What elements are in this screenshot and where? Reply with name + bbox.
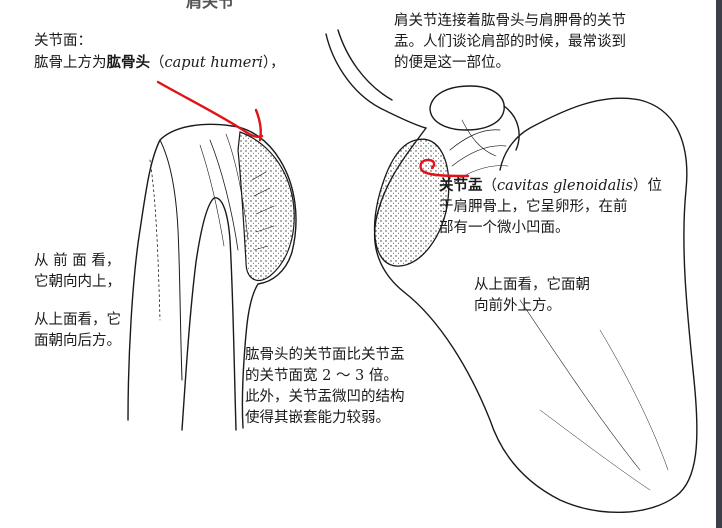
paren-open: （ [150,55,165,71]
glenoid-term-line2: 于肩胛骨上，它呈卵形，在前 [439,199,628,215]
top-view-left-line1: 从上面看，它 [34,312,121,328]
glenoid-intro-line1: 肩关节连接着肱骨头与肩胛骨的关节 [394,13,626,29]
top-view-right-line1: 从上面看，它面朝 [474,277,590,293]
comparison-line2: 的关节面宽 2 ～ 3 倍。 [245,368,398,384]
glenoid-term-line3: 部有一个微小凹面。 [439,220,570,236]
comparison-line4: 使得其嵌套能力较弱。 [245,410,390,426]
comparison-line3: 此外，关节盂微凹的结构 [245,389,405,405]
top-view-right-line2: 向前外上方。 [474,298,561,314]
front-view-line2: 它朝向内上， [34,274,121,290]
window-edge-strip [716,0,722,528]
glenoid-intro-line3: 的便是这一部位。 [394,55,510,71]
humerus-drawing [127,123,297,431]
label-articular-surface: 关节面： 肱骨上方为肱骨头（caput humeri）， [34,31,285,74]
label-top-view-left: 从上面看，它 面朝向后方。 [34,310,121,352]
label-comparison: 肱骨头的关节面比关节盂 的关节面宽 2 ～ 3 倍。 此外，关节盂微凹的结构 使… [245,345,405,429]
label-articular-surface-line1: 关节面： [34,33,92,49]
cropped-heading-fragment: 肩关节 [186,0,235,11]
glenoid-intro-line2: 盂。人们谈论肩部的时候，最常谈到 [394,34,626,50]
paren-open-2: （ [482,178,498,194]
term-caput-humeri-latin: caput humeri [164,55,263,71]
red-hook-glenoid [419,158,470,178]
red-pointer-humeral-head [156,80,264,138]
label-top-view-right: 从上面看，它面朝 向前外上方。 [474,275,590,317]
top-view-left-line2: 面朝向后方。 [34,333,121,349]
scapula-drawing [325,29,698,513]
red-annotation-marks [156,80,470,178]
label-front-view: 从 前 面 看， 它朝向内上， [34,251,121,293]
label-articular-surface-line2-prefix: 肱骨上方为 [34,55,107,71]
paren-close: ）， [262,55,285,71]
red-tick-humeral-head [254,108,262,142]
term-cavitas-glenoidalis-latin: cavitas glenoidalis [497,178,633,194]
paren-close-2: ）位 [632,178,662,194]
front-view-line1: 从 前 面 看， [34,253,121,269]
label-glenoid-term: 关节盂（cavitas glenoidalis）位 于肩胛骨上，它呈卵形，在前 … [439,175,662,239]
label-glenoid-intro: 肩关节连接着肱骨头与肩胛骨的关节 盂。人们谈论肩部的时候，最常谈到 的便是这一部… [394,11,626,74]
comparison-line1: 肱骨头的关节面比关节盂 [245,347,405,363]
term-cavitas-glenoidalis-cn: 关节盂 [439,177,483,194]
term-caput-humeri-cn: 肱骨头 [106,54,151,71]
